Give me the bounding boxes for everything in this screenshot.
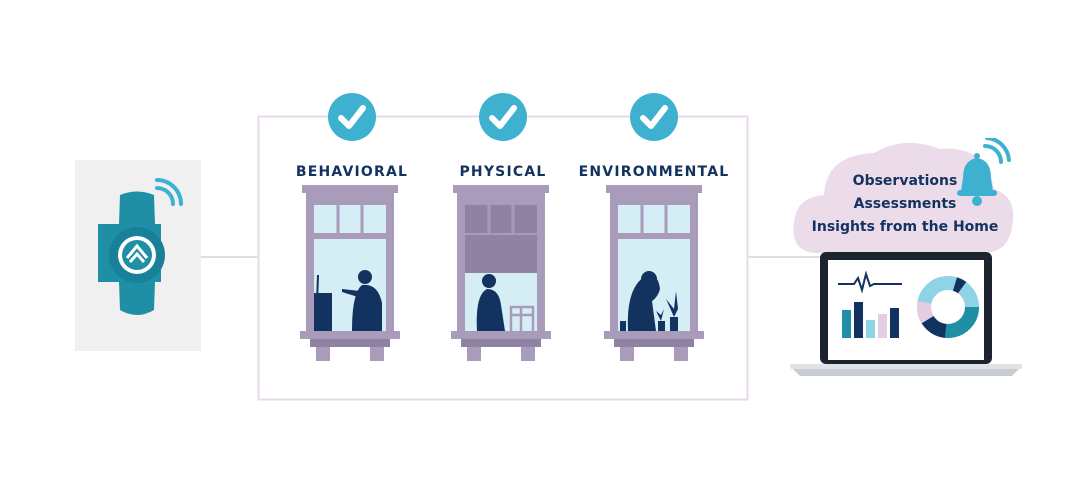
- callout-insights: Insights from the Home: [811, 219, 999, 235]
- person-with-walker-icon: [476, 274, 505, 331]
- person-painting-icon: [342, 270, 382, 331]
- easel-icon: [314, 274, 332, 332]
- callout-assessments: Assessments: [853, 196, 957, 212]
- laptop-icon: [790, 252, 1022, 376]
- check-icon: [630, 93, 678, 141]
- wifi-signal-icon: [155, 178, 183, 206]
- cloud-shape: [793, 142, 1014, 254]
- window-environmental: [604, 185, 704, 361]
- walker-icon: [509, 305, 535, 331]
- callout-observations: Observations: [852, 173, 958, 189]
- plant-icon: [620, 291, 684, 331]
- person-tending-plants-icon: [627, 271, 660, 331]
- sensor-device-icon: [98, 178, 183, 315]
- label-physical: PHYSICAL: [459, 164, 547, 180]
- wifi-signal-icon: [983, 138, 1011, 164]
- window-physical: [451, 185, 551, 361]
- label-behavioral: BEHAVIORAL: [295, 164, 409, 180]
- label-environmental: ENVIRONMENTAL: [578, 164, 730, 180]
- sensor-device-panel: [75, 160, 201, 351]
- heartbeat-line-icon: [838, 270, 902, 294]
- bell-icon: [957, 138, 1011, 206]
- check-icon: [479, 93, 527, 141]
- window-behavioral: [300, 185, 400, 361]
- donut-chart-icon: [917, 276, 979, 338]
- bar-chart-icon: [842, 302, 899, 338]
- check-icon: [328, 93, 376, 141]
